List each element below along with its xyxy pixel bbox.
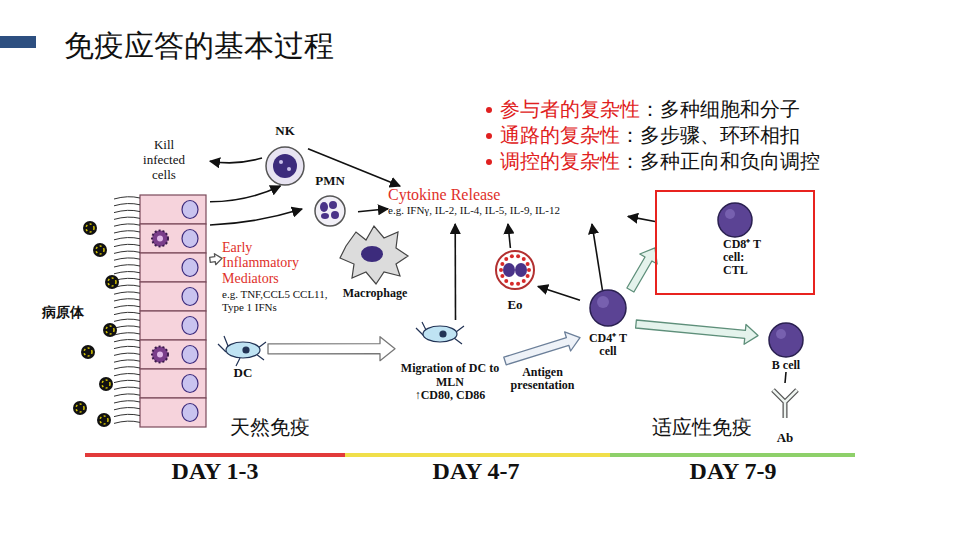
bullet-row: 通路的复杂性：多步骤、环环相扣 — [500, 122, 800, 149]
cd4-t-cell-text: CD4⁺ T cell — [588, 332, 628, 358]
bullet-heading: 调控的复杂性 — [500, 150, 620, 172]
day-label: DAY 4-7 — [433, 458, 520, 485]
arrow-connector — [592, 224, 602, 290]
title-bar — [0, 36, 36, 48]
bullet-text: ：多步骤、环环相扣 — [620, 124, 800, 146]
cytokine-release: Cytokine Releasee.g. IFNγ, IL-2, IL-4, I… — [388, 186, 628, 224]
cd4-cell — [590, 290, 626, 326]
antibody-symbol — [773, 390, 797, 418]
bullet-row: 参与者的复杂性：多种细胞和分子 — [500, 96, 800, 123]
pmn-cell: PMN — [302, 174, 358, 228]
nk-cell — [266, 147, 304, 185]
ctl-box-text: CD8⁺ T cell: CTL — [723, 238, 765, 278]
antibody: Ab — [765, 383, 805, 445]
eosinophil-cell — [496, 251, 534, 289]
dc-migration: Migration of DC to MLN↑CD80, CD86 — [395, 320, 505, 402]
cilia — [114, 197, 140, 424]
phase-label: 天然免疫 — [230, 414, 310, 441]
macrophage: Macrophage — [330, 226, 420, 300]
bullet-dot — [486, 107, 492, 113]
macrophage-cell — [340, 226, 408, 284]
hollow-arrow — [268, 337, 395, 361]
arrow-connector — [210, 158, 262, 163]
nk-cell: NK — [262, 124, 308, 186]
dc-migration-text: ↑CD80, CD86 — [415, 389, 486, 402]
phase-label: 适应性免疫 — [652, 414, 752, 441]
edge-label: Antigen presentation — [503, 366, 583, 394]
arrow-connector — [210, 209, 302, 225]
cd4-t-cell: CD4⁺ T cell — [580, 290, 636, 358]
timeline-green — [610, 453, 855, 457]
pmn-cell-text: PMN — [315, 174, 345, 188]
arrow-connector — [358, 209, 388, 212]
arrow-connector — [454, 224, 456, 320]
nk-cell-text: NK — [275, 124, 295, 138]
b-cell: B cell — [758, 320, 814, 372]
bullet-heading: 参与者的复杂性 — [500, 98, 640, 120]
arrow-connector — [538, 286, 580, 300]
bullet-heading: 通路的复杂性 — [500, 124, 620, 146]
epithelium-cells — [140, 195, 206, 427]
bullet-dot — [486, 133, 492, 139]
pmn-cell — [315, 196, 345, 226]
cytokine-release-text: e.g. IFNγ, IL-2, IL-4, IL-5, IL-9, IL-12 — [388, 204, 560, 217]
dc-migrating — [416, 322, 464, 344]
ctl-box: CD8⁺ T cell: CTL — [655, 190, 815, 295]
antibody-text: Ab — [777, 431, 794, 445]
timeline-yellow — [345, 453, 610, 457]
eosinophil-text: Eo — [507, 298, 522, 312]
hollow-arrow — [504, 332, 580, 365]
epithelium: Kill infected cells — [118, 138, 210, 428]
dc-migration-text: Migration of DC to MLN — [395, 362, 505, 388]
bullet-row: 调控的复杂性：多种正向和负向调控 — [500, 148, 820, 175]
pathogens — [73, 221, 119, 427]
timeline-red — [85, 453, 345, 457]
hollow-arrow — [627, 248, 657, 292]
cytokine-release-text: Cytokine Release — [388, 186, 500, 204]
dendritic-cell: DC — [218, 328, 268, 380]
b-cell — [769, 323, 803, 357]
inflammatory-mediators: Early Inflammatory Mediatorse.g. TNF,CCL… — [222, 240, 328, 332]
hollow-arrow — [210, 254, 222, 265]
bullet-text: ：多种正向和负向调控 — [620, 150, 820, 172]
eosinophil: Eo — [492, 248, 538, 312]
inflammatory-mediators-text: Early Inflammatory Mediators — [222, 240, 328, 286]
nk-nucleus — [273, 154, 297, 178]
cd8-cell — [718, 203, 752, 237]
arrow-connector — [210, 186, 280, 202]
day-label: DAY 1-3 — [172, 458, 259, 485]
dendritic-cell-text: DC — [234, 366, 253, 380]
bullet-dot — [486, 159, 492, 165]
b-cell-text: B cell — [772, 359, 800, 372]
macrophage-text: Macrophage — [343, 287, 407, 300]
epithelium-text: Kill infected cells — [132, 138, 196, 183]
hollow-arrow — [636, 320, 758, 344]
day-label: DAY 7-9 — [690, 458, 777, 485]
inflammatory-mediators-text: e.g. TNF,CCL5 CCL11, Type 1 IFNs — [222, 288, 328, 314]
pathogen-label: 病原体 — [42, 304, 84, 322]
connector-line — [785, 372, 786, 383]
arrow-connector — [628, 216, 655, 221]
bullet-text: ：多种细胞和分子 — [640, 98, 800, 120]
slide-title: 免疫应答的基本过程 — [64, 26, 334, 67]
arrow-connector — [508, 224, 510, 248]
dc-cell — [218, 336, 266, 366]
